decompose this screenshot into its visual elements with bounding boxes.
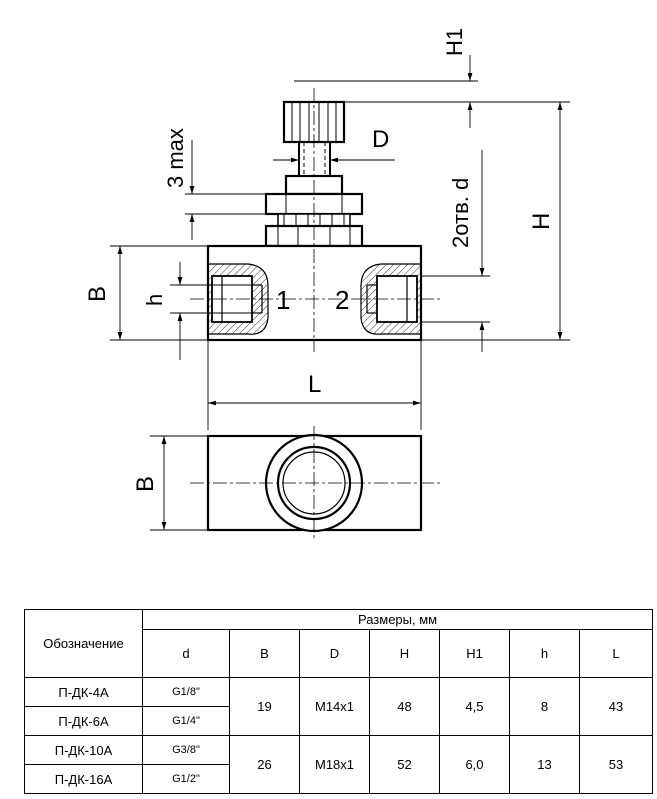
header-col-d: d [142, 629, 230, 678]
top-view [190, 426, 440, 540]
dimensions-table-wrapper: Обозначение Размеры, мм d B D H H1 h L П… [24, 609, 654, 794]
row-name: П-ДК-6А [24, 706, 143, 736]
header-col-h1: H1 [439, 629, 510, 678]
row-d: G1/2" [142, 764, 230, 794]
cell-l: 53 [578, 735, 654, 794]
dimensions-table: Обозначение Размеры, мм d B D H H1 h L П… [24, 609, 654, 794]
cell-dd: M14x1 [299, 677, 370, 736]
cell-hs: 13 [509, 735, 580, 794]
label-l: L [308, 371, 321, 398]
cell-b: 19 [229, 677, 300, 736]
row-name: П-ДК-10А [24, 735, 143, 765]
label-d-upper: D [372, 126, 389, 153]
cell-h: 48 [369, 677, 440, 736]
header-col-hs: h [509, 629, 580, 678]
label-b-side: B [84, 286, 111, 302]
header-col-h: H [369, 629, 440, 678]
table-row: П-ДК-16А G1/2" [24, 764, 653, 794]
header-col-l: L [578, 629, 654, 678]
header-col-dd: D [299, 629, 370, 678]
cell-hs: 8 [509, 677, 580, 736]
header-dimensions-group: Размеры, мм [141, 609, 654, 630]
cell-dd: M18x1 [299, 735, 370, 794]
dimensions-top [150, 435, 208, 531]
label-port-1: 1 [276, 285, 290, 315]
row-d: G3/8" [142, 735, 230, 765]
row-d: G1/4" [142, 706, 230, 736]
dimensions-front [110, 55, 570, 430]
cell-h: 52 [369, 735, 440, 794]
technical-drawing: H1 3 max D 2отв. d H B h 1 2 L B [84, 28, 570, 540]
label-b-top: B [132, 476, 159, 492]
cell-l: 43 [578, 677, 654, 736]
cell-b: 26 [229, 735, 300, 794]
cell-h1: 4,5 [439, 677, 510, 736]
header-col-b: B [229, 629, 300, 678]
label-port-2: 2 [335, 285, 349, 315]
table-row: П-ДК-10А G3/8" 26 M18x1 52 6,0 13 53 [24, 735, 654, 794]
cell-h1: 6,0 [439, 735, 510, 794]
row-name: П-ДК-16А [24, 764, 143, 794]
label-holes-d: 2отв. d [448, 178, 473, 248]
table-row: П-ДК-4А G1/8" 19 M14x1 48 4,5 8 43 [24, 677, 654, 736]
front-view [190, 88, 440, 352]
row-name: П-ДК-4А [24, 677, 143, 707]
row-d: G1/8" [142, 677, 230, 707]
drawing-labels: H1 3 max D 2отв. d H B h 1 2 L B [84, 28, 555, 492]
label-h-small: h [142, 294, 167, 306]
label-3max: 3 max [163, 128, 188, 188]
label-h1: H1 [442, 28, 467, 56]
header-designation: Обозначение [24, 609, 143, 678]
label-h-upper: H [528, 213, 555, 230]
